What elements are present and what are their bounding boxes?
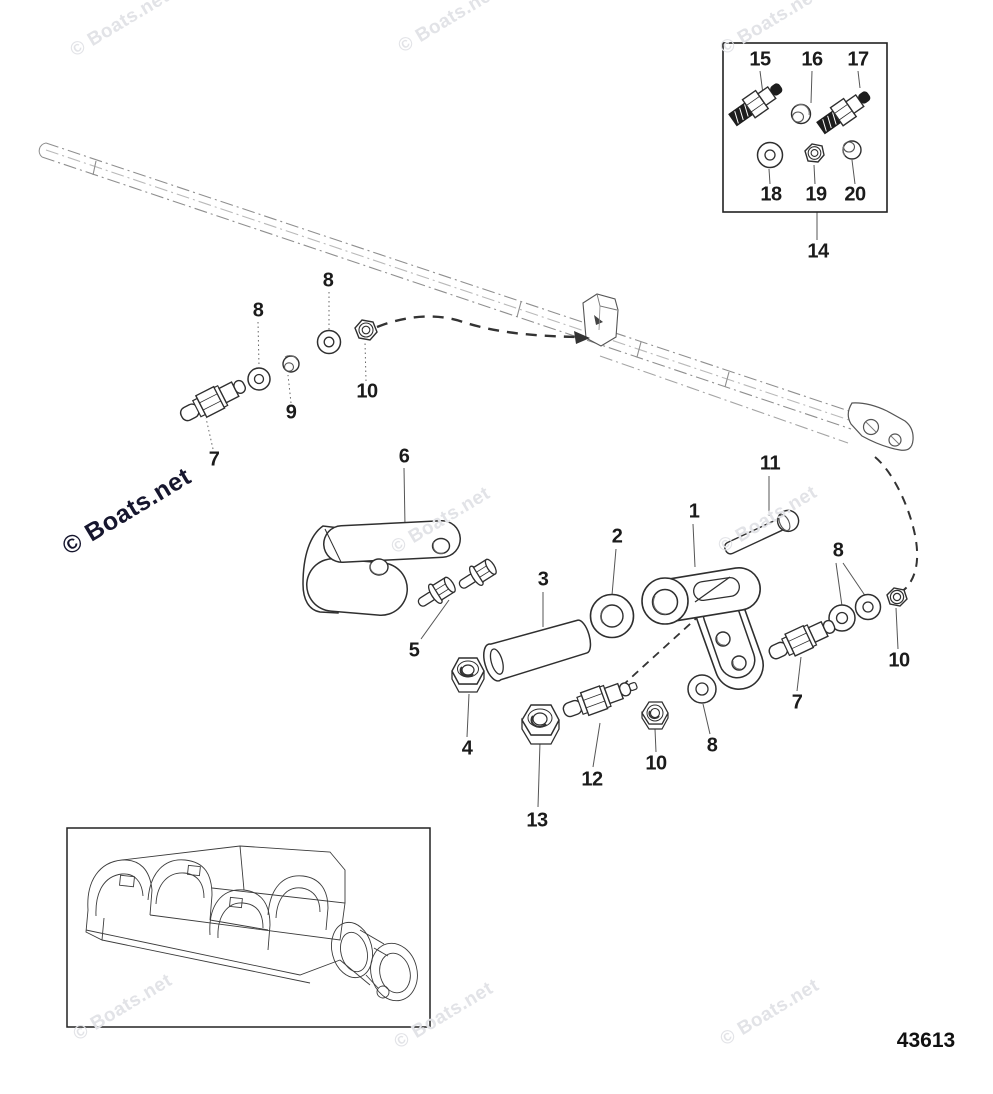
intake-manifold-thumbnail: [85, 845, 418, 1002]
callout-8-d: 8: [832, 539, 844, 562]
part-7-sender-left: [179, 379, 247, 422]
steering-cable-rod: [38, 142, 859, 444]
part-10-nut-left: [354, 319, 378, 341]
part-8-washer-left-a: [247, 367, 271, 391]
cable-end-fitting: [847, 402, 914, 451]
part-3-spacer-tube: [483, 619, 592, 682]
cable-guide-block: [582, 293, 619, 347]
part-5-bolt-a: [417, 576, 456, 607]
callout-15: 15: [749, 48, 771, 71]
callout-12: 12: [581, 768, 603, 791]
part-1-anchor-bracket: [641, 567, 764, 690]
callout-13: 13: [526, 809, 548, 832]
callout-7-a: 7: [208, 448, 220, 471]
callout-10-c: 10: [888, 649, 910, 672]
callout-18: 18: [760, 183, 782, 206]
part-6-clevis-bracket: [302, 520, 461, 616]
hardware-inset-box: [722, 42, 888, 213]
callout-9: 9: [285, 401, 297, 424]
part-16-cap: [790, 103, 812, 125]
callout-7-b: 7: [791, 691, 803, 714]
callout-11: 11: [759, 452, 781, 475]
callout-4: 4: [461, 737, 473, 760]
part-4-nut: [451, 657, 485, 693]
part-8-washer-right-a: [828, 604, 856, 632]
part-13-nut: [521, 704, 560, 745]
part-12-sender: [562, 681, 638, 718]
part-11-pin: [723, 509, 800, 555]
part-8-washer-right-b: [854, 593, 882, 621]
part-10-nut-middle: [641, 701, 669, 730]
callout-8-a: 8: [252, 299, 264, 322]
part-15-sender: [728, 83, 783, 127]
callout-17: 17: [847, 48, 869, 71]
part-7-sender-right: [768, 619, 836, 660]
callout-2: 2: [611, 525, 623, 548]
part-5-bolt-b: [458, 558, 497, 589]
callout-10-a: 10: [356, 380, 378, 403]
callout-19: 19: [805, 183, 827, 206]
part-20-cap-nut: [842, 140, 862, 160]
callout-3: 3: [537, 568, 549, 591]
part-17-sender: [816, 91, 871, 135]
part-9-bushing: [282, 354, 300, 373]
part-2-washer: [589, 593, 635, 639]
callout-8-b: 8: [322, 269, 334, 292]
drawing-number: 43613: [896, 1029, 956, 1052]
part-8-washer-middle: [687, 674, 717, 704]
callout-1: 1: [688, 500, 700, 523]
part-8-washer-left-b: [316, 329, 342, 355]
callout-14: 14: [807, 240, 829, 263]
callout-10-b: 10: [645, 752, 667, 775]
callout-8-c: 8: [706, 734, 718, 757]
callout-16: 16: [801, 48, 823, 71]
leader-lines: [205, 70, 899, 808]
callout-6: 6: [398, 445, 410, 468]
callout-20: 20: [844, 183, 866, 206]
part-10-nut-right: [886, 587, 908, 607]
part-18-washer: [756, 141, 784, 169]
manifold-inset-box: [66, 827, 431, 1028]
callout-5: 5: [408, 639, 420, 662]
part-19-nut: [804, 143, 825, 163]
